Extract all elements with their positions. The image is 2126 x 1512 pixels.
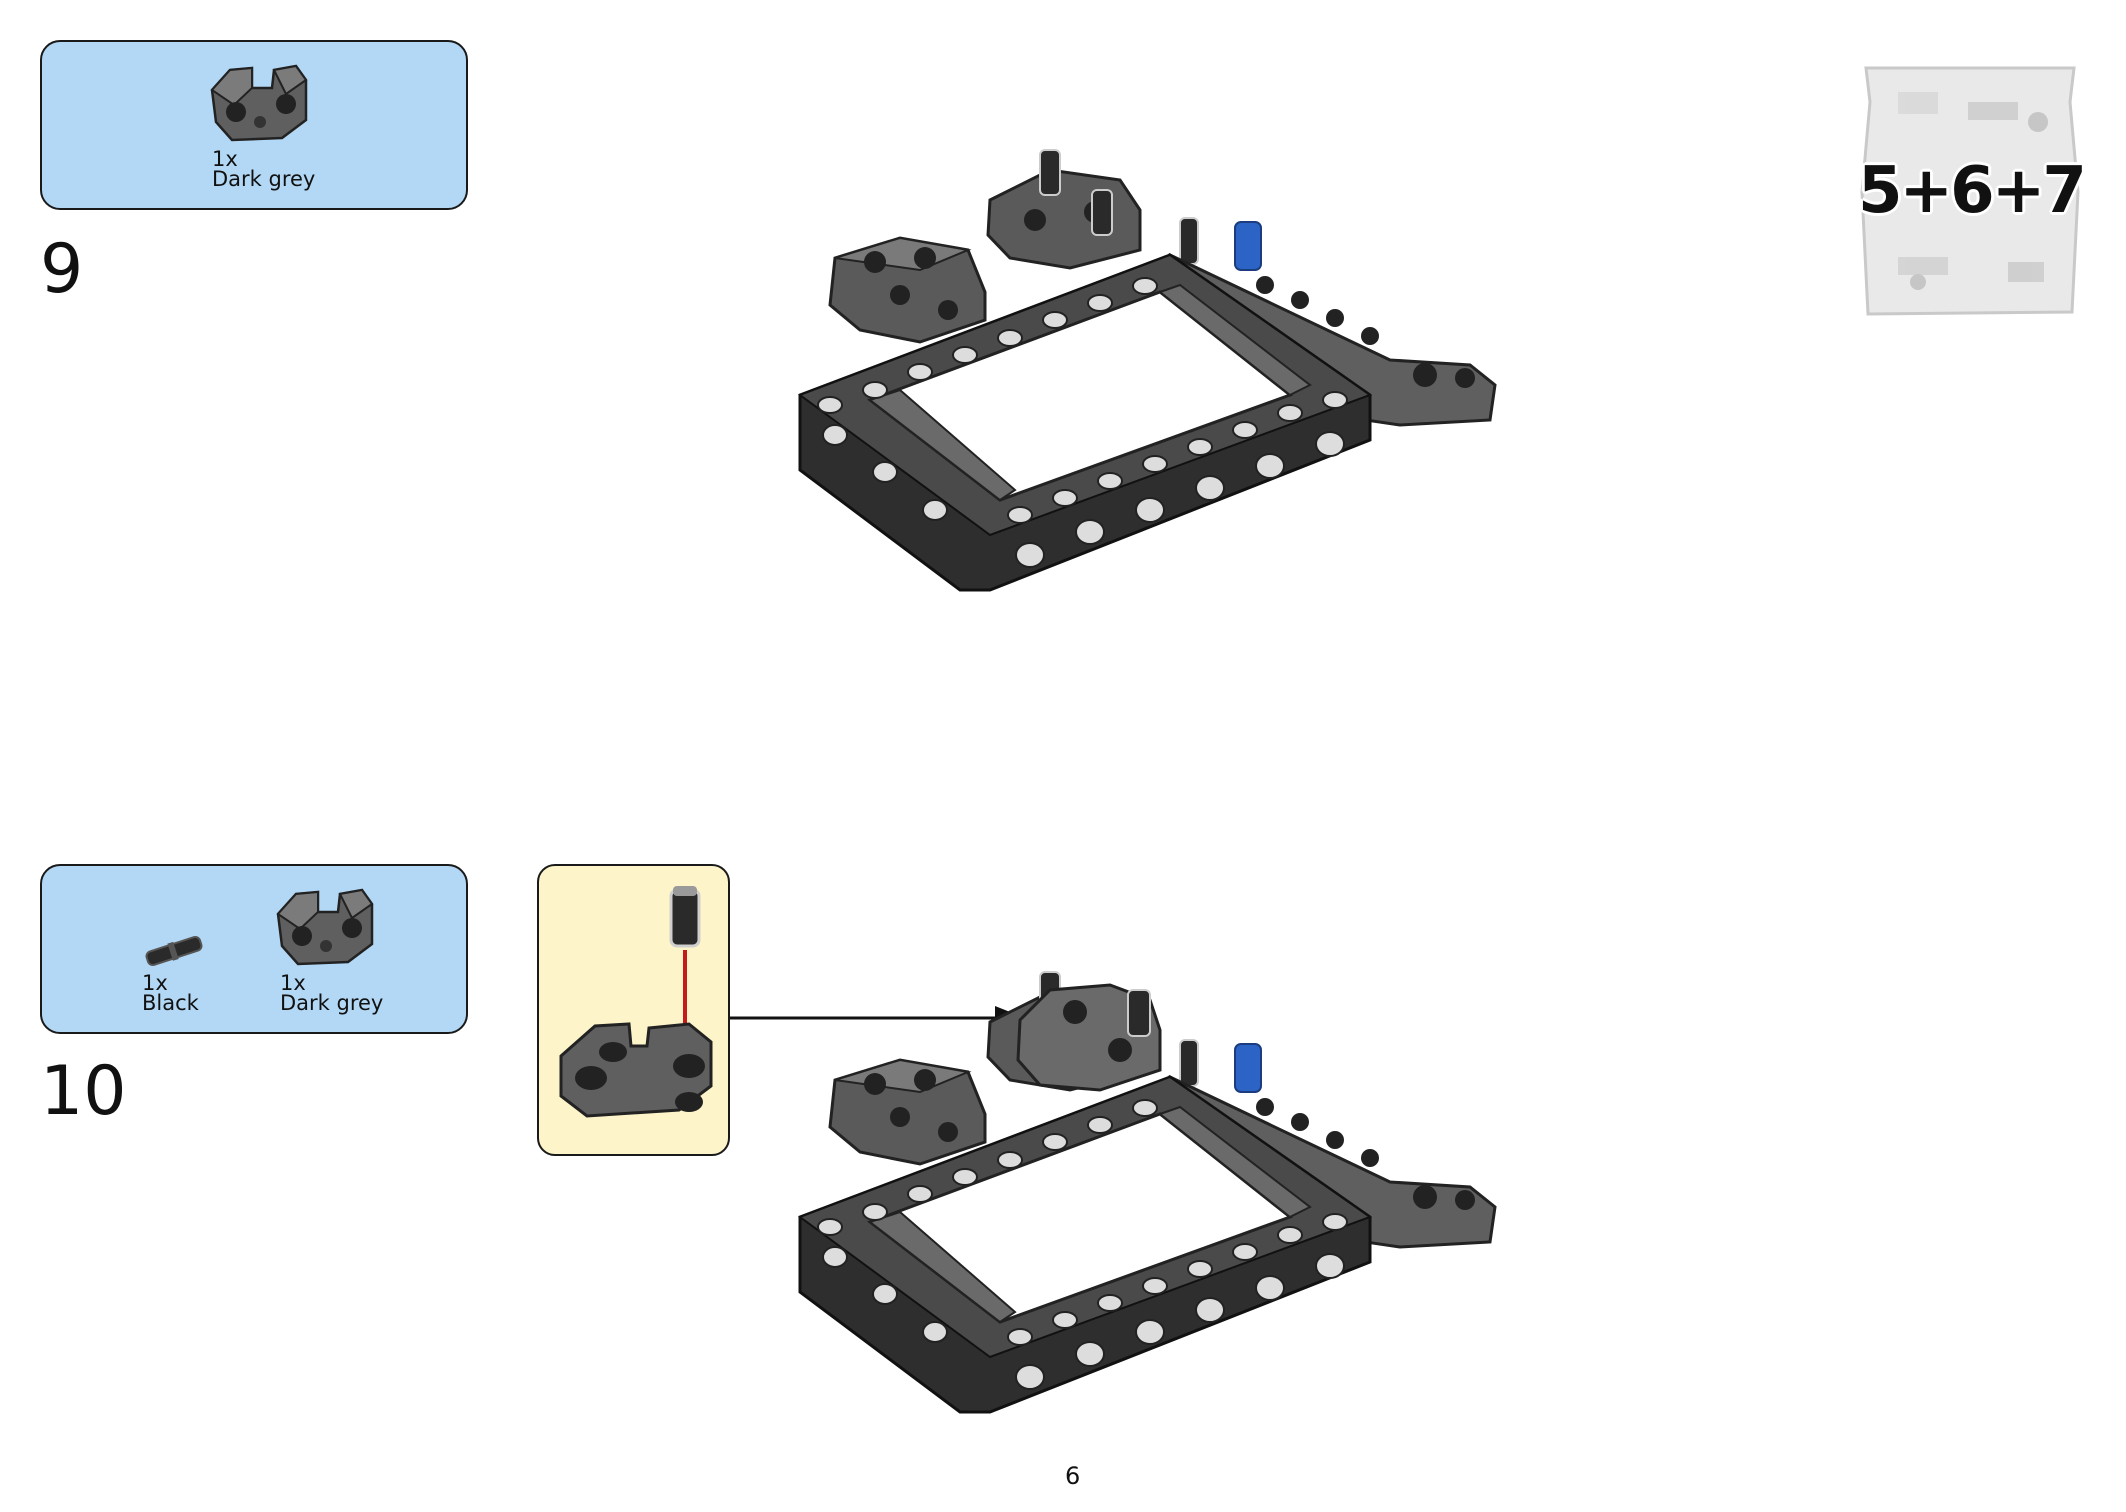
parts-list-step-10: 1x Black 1x Dark grey bbox=[40, 864, 468, 1034]
step-number: 10 bbox=[40, 1052, 127, 1131]
part-quantity: 1x bbox=[212, 147, 238, 171]
sub-assembly-callout bbox=[537, 864, 730, 1156]
part-color: Black bbox=[142, 991, 199, 1015]
step-number: 9 bbox=[40, 230, 84, 309]
parts-bag-icon bbox=[1860, 66, 2080, 316]
page-number: 6 bbox=[1065, 1462, 1081, 1490]
part-color: Dark grey bbox=[212, 167, 316, 191]
part-quantity: 1x bbox=[142, 971, 168, 995]
parts-list-step-9: 1x Dark grey bbox=[40, 40, 468, 210]
bag-number-label: 5+6+7 bbox=[1858, 154, 2087, 228]
part-color: Dark grey bbox=[280, 991, 384, 1015]
part-quantity: 1x bbox=[280, 971, 306, 995]
pin-insert-illustration bbox=[559, 886, 713, 1118]
parts-bag: 5+6+7 bbox=[1858, 62, 2087, 322]
friction-pin-icon bbox=[145, 935, 203, 967]
